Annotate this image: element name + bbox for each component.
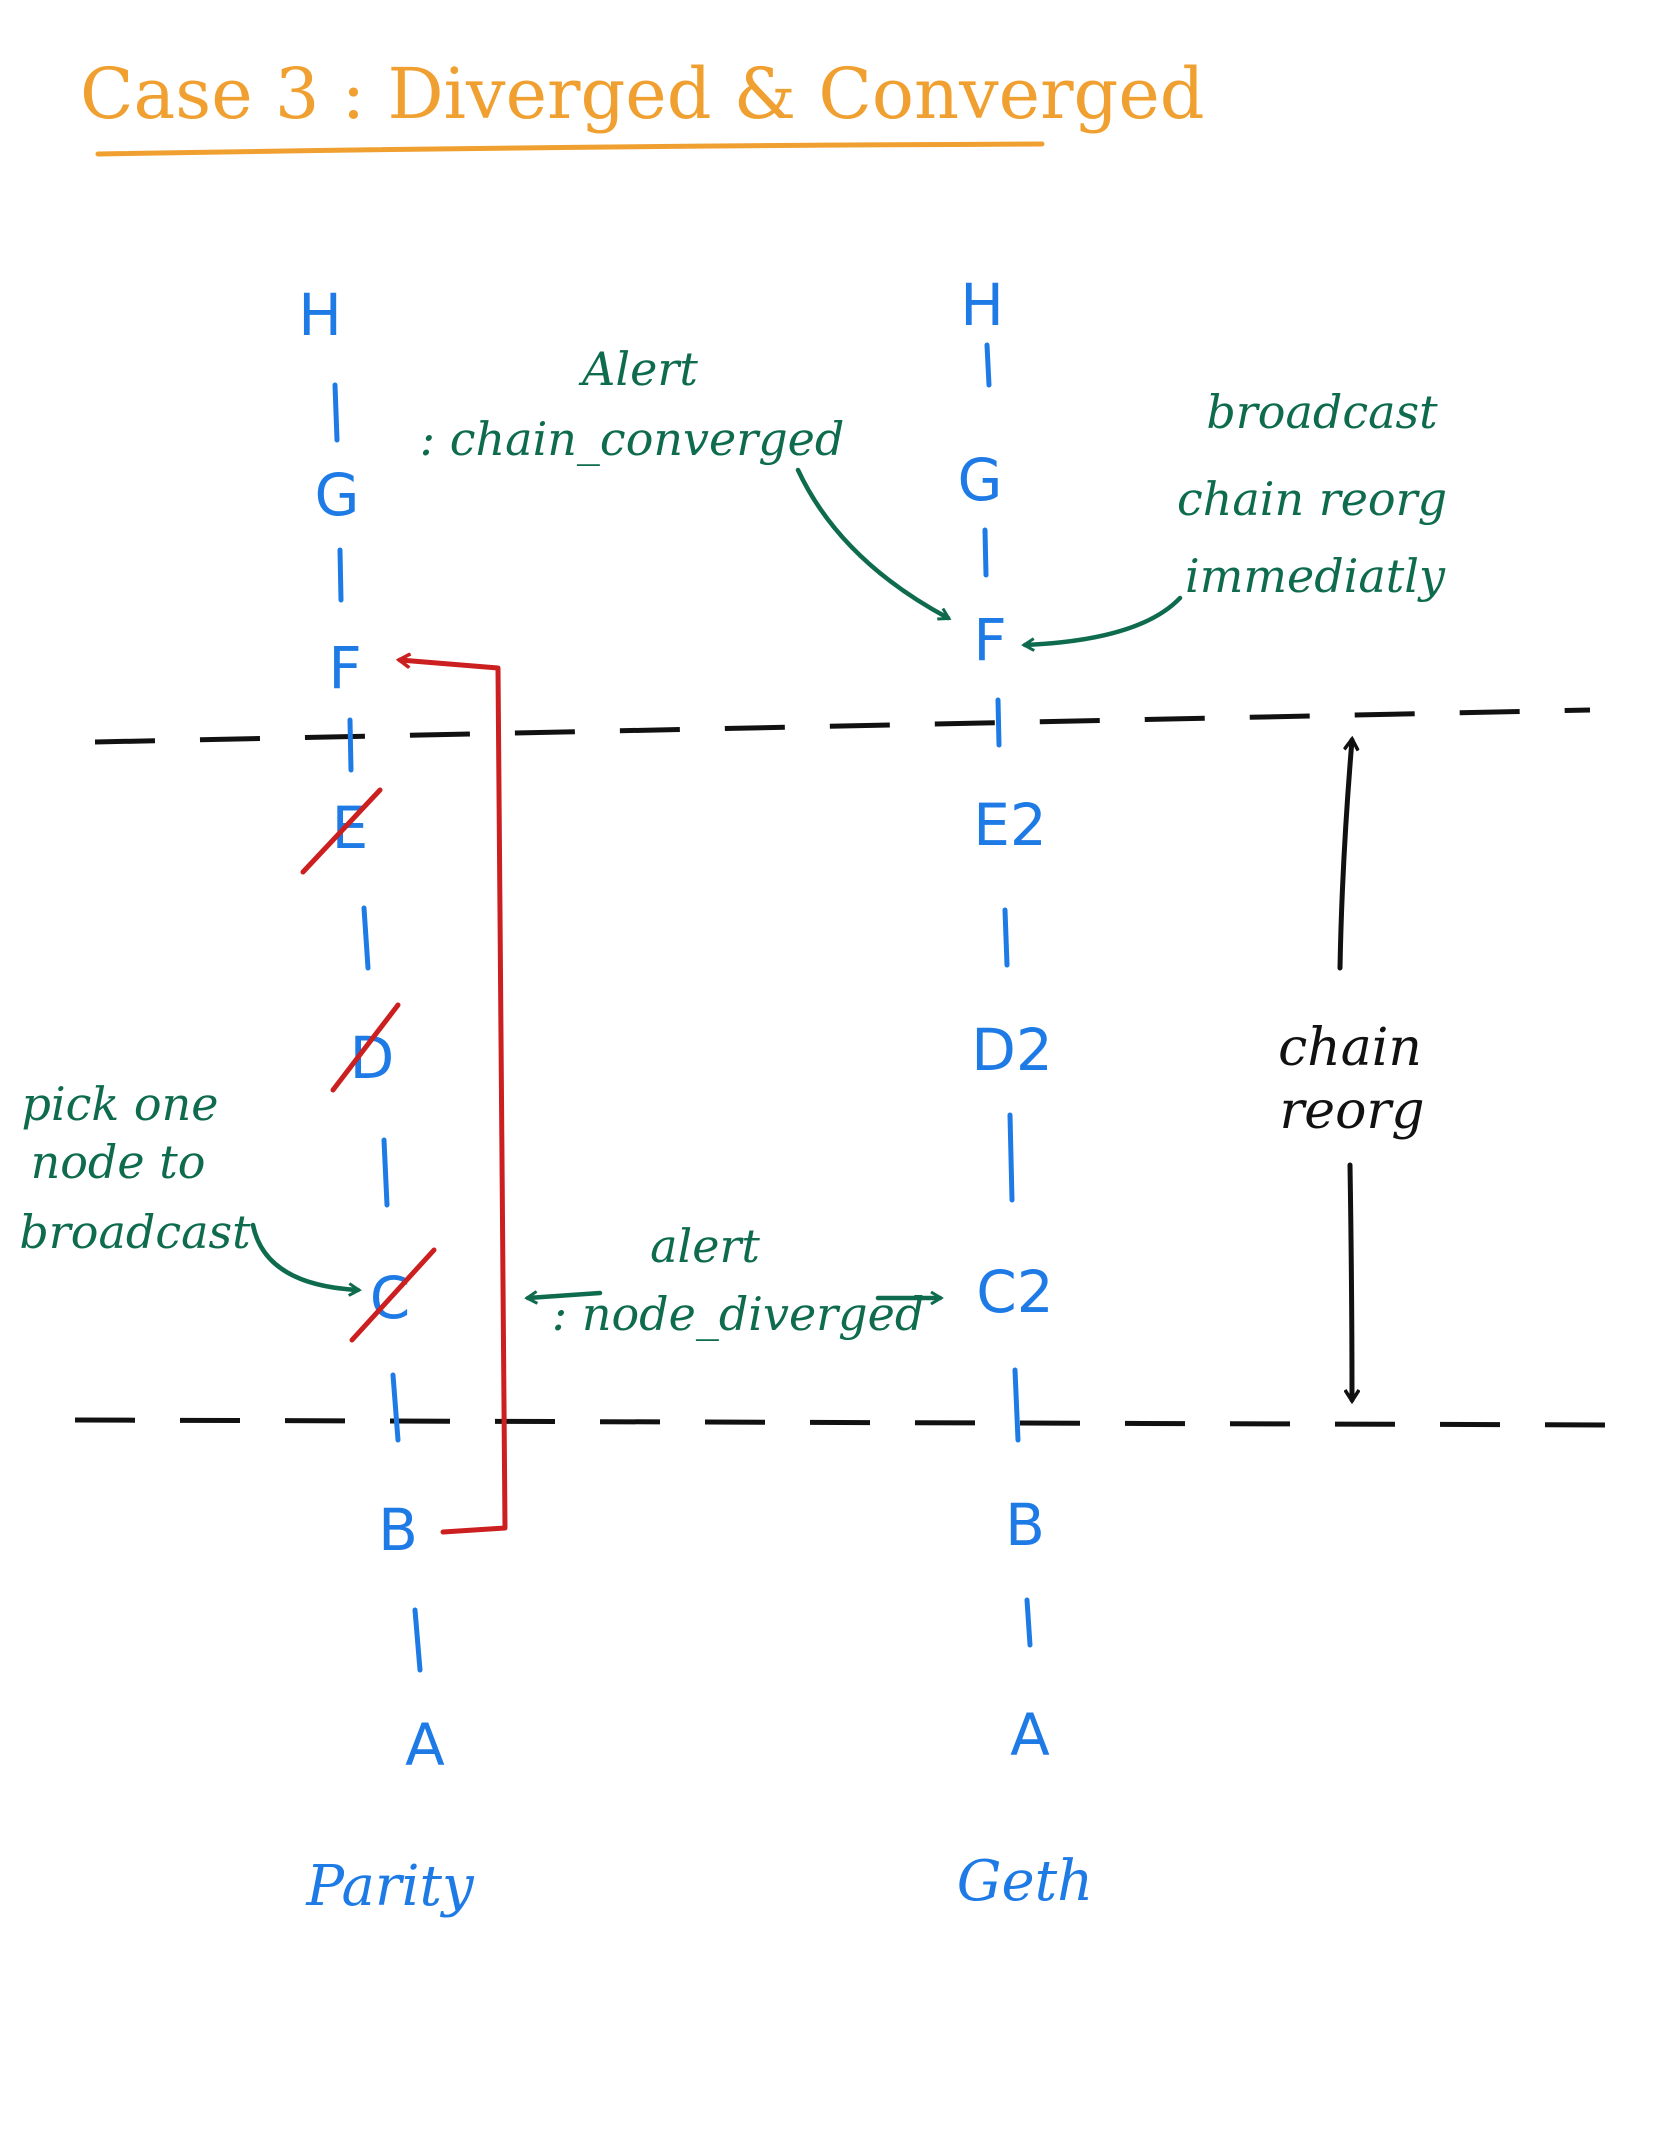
reorg-label-line1: chain bbox=[1278, 1018, 1422, 1078]
geth-node-d2: D2 bbox=[971, 1016, 1053, 1084]
geth-node-f: F bbox=[973, 606, 1006, 674]
lower-dashed-boundary bbox=[74, 1417, 1621, 1428]
parity-link bbox=[381, 1137, 390, 1208]
parity-node-a: A bbox=[405, 1711, 445, 1779]
title-underline bbox=[95, 141, 1045, 157]
parity-chain-label: Parity bbox=[305, 1854, 475, 1919]
broadcast-arrow bbox=[400, 660, 508, 1535]
reorg-arrow-down bbox=[1350, 1162, 1352, 1400]
geth-link bbox=[1007, 1112, 1015, 1203]
geth-link bbox=[1002, 907, 1010, 968]
geth-chain-label: Geth bbox=[957, 1849, 1093, 1914]
parity-link bbox=[337, 547, 344, 603]
alert-diverged-arrow-left bbox=[528, 1293, 603, 1298]
reorg-label-line2: reorg bbox=[1279, 1081, 1424, 1141]
strike-mark-e bbox=[300, 787, 383, 875]
geth-node-b: B bbox=[1005, 1491, 1045, 1559]
pick-note-line2: node to bbox=[31, 1135, 206, 1189]
geth-node-a: A bbox=[1010, 1701, 1050, 1769]
parity-link bbox=[332, 382, 340, 443]
broadcast-note-line2: chain reorg bbox=[1177, 472, 1447, 526]
pick-note-line1: pick one bbox=[22, 1077, 219, 1131]
parity-chain: H G F E D C B A Parity bbox=[298, 281, 475, 1919]
parity-link bbox=[412, 1607, 423, 1673]
parity-node-b: B bbox=[378, 1496, 418, 1564]
geth-link bbox=[982, 527, 989, 578]
parity-link bbox=[347, 717, 354, 773]
parity-link bbox=[361, 905, 371, 971]
alert-converged-arrow bbox=[795, 467, 948, 618]
broadcast-note-arrow bbox=[1025, 595, 1183, 645]
geth-node-c2: C2 bbox=[976, 1258, 1053, 1326]
upper-dashed-boundary bbox=[94, 707, 1591, 745]
pick-note-arrow bbox=[250, 1222, 358, 1290]
alert-diverged-title: alert bbox=[650, 1219, 760, 1273]
geth-link bbox=[1024, 1597, 1033, 1648]
alert-diverged-text: : node_diverged bbox=[552, 1287, 925, 1341]
geth-link bbox=[1012, 1367, 1021, 1443]
parity-node-f: F bbox=[328, 634, 361, 702]
strike-mark-c bbox=[349, 1247, 437, 1343]
geth-node-e2: E2 bbox=[973, 791, 1047, 859]
alert-converged-text: : chain_converged bbox=[420, 412, 845, 466]
broadcast-note-line1: broadcast bbox=[1206, 385, 1438, 439]
alert-converged-title: Alert bbox=[578, 342, 698, 396]
geth-node-h: H bbox=[960, 271, 1004, 339]
pick-note-line3: broadcast bbox=[19, 1205, 251, 1259]
geth-link bbox=[984, 342, 992, 388]
parity-node-h: H bbox=[298, 281, 342, 349]
parity-node-e: E bbox=[332, 794, 369, 862]
broadcast-note-line3: immediatly bbox=[1185, 549, 1446, 603]
strike-mark-d bbox=[330, 1002, 401, 1093]
diagram-title: Case 3 : Diverged & Converged bbox=[80, 53, 1205, 135]
parity-node-g: G bbox=[315, 461, 360, 529]
geth-node-g: G bbox=[958, 446, 1003, 514]
geth-link bbox=[995, 697, 1002, 748]
geth-chain: H G F E2 D2 C2 B A Geth bbox=[957, 271, 1093, 1914]
parity-link bbox=[390, 1372, 401, 1443]
reorg-arrow-up bbox=[1337, 740, 1352, 971]
